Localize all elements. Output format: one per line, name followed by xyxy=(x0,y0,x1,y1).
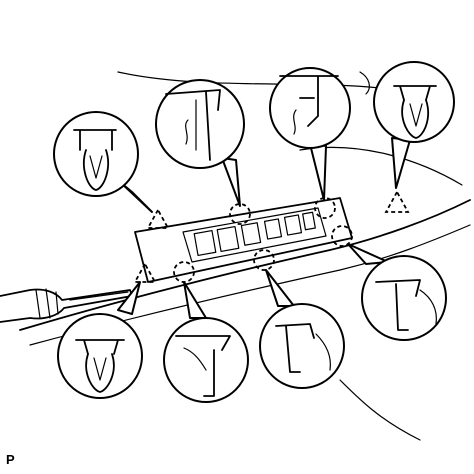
callout-leader xyxy=(117,281,141,315)
clip-markers xyxy=(133,190,410,283)
triangle-marker-lower-left xyxy=(133,262,157,283)
dash-bottom-curve xyxy=(339,379,421,441)
switch-button-3 xyxy=(240,222,262,246)
callout-bubble xyxy=(53,111,139,197)
callout-bubble xyxy=(361,255,447,341)
circle-marker-3 xyxy=(331,225,353,247)
callout-leader xyxy=(347,243,389,265)
screwdriver-shaft-line xyxy=(69,291,129,301)
callout-lower-center-left xyxy=(163,281,249,403)
callout-bubble xyxy=(57,313,143,399)
callout-bubble xyxy=(155,79,245,169)
switch-button-2 xyxy=(216,226,240,252)
triangle-marker-right xyxy=(384,190,410,213)
clip-prong xyxy=(93,357,107,381)
tab-shape xyxy=(275,323,315,373)
callout-leader xyxy=(391,137,411,189)
hook-shape xyxy=(279,75,339,127)
tab-detail xyxy=(185,99,197,151)
switch-button-4 xyxy=(263,218,283,240)
switch-button-6 xyxy=(302,211,316,231)
clip-body xyxy=(401,99,429,139)
callout-upper-center-left xyxy=(155,79,245,207)
triangle-marker-upper-left xyxy=(146,208,170,229)
callout-leader xyxy=(119,181,153,213)
hook-detail xyxy=(419,289,437,325)
tab-shape xyxy=(165,89,221,161)
switch-button-1 xyxy=(193,230,217,256)
figure-code-label: P xyxy=(6,452,15,467)
clip-prong xyxy=(409,103,423,127)
callout-bubble xyxy=(163,317,249,403)
clip-prong xyxy=(89,155,103,179)
hook-shape xyxy=(375,279,421,331)
dash-main-edge xyxy=(19,199,471,331)
switch-button-5 xyxy=(283,214,303,236)
clip-base xyxy=(73,129,117,151)
hook-detail xyxy=(293,109,297,135)
tab-detail xyxy=(315,333,331,371)
clip-body xyxy=(85,353,115,393)
callout-upper-right xyxy=(373,61,455,189)
bezel-inner-panel xyxy=(182,207,327,263)
callout-bubble xyxy=(259,303,345,389)
circle-marker-1 xyxy=(229,203,251,225)
callout-leader xyxy=(221,157,241,207)
screwdriver-grip-lines xyxy=(35,288,59,319)
circle-marker-2 xyxy=(314,197,336,219)
clip-body xyxy=(83,149,109,191)
callout-leader xyxy=(309,143,327,201)
callout-leader xyxy=(265,269,295,307)
callout-upper-center-right xyxy=(269,67,351,201)
circle-marker-5 xyxy=(253,249,275,271)
clip-base xyxy=(393,85,437,101)
callout-bubble xyxy=(269,67,351,149)
dash-vent-curve xyxy=(359,71,370,95)
callout-lower-center-right xyxy=(259,269,345,389)
callout-bubble xyxy=(373,61,455,143)
callout-lower-right xyxy=(347,243,447,341)
dash-top-edge xyxy=(117,71,381,89)
callout-upper-left xyxy=(53,111,153,213)
tab-detail xyxy=(183,347,207,371)
callout-lower-left xyxy=(57,281,143,399)
callout-leader xyxy=(183,281,207,319)
clip-base xyxy=(75,339,125,355)
tab-shape xyxy=(175,335,231,397)
